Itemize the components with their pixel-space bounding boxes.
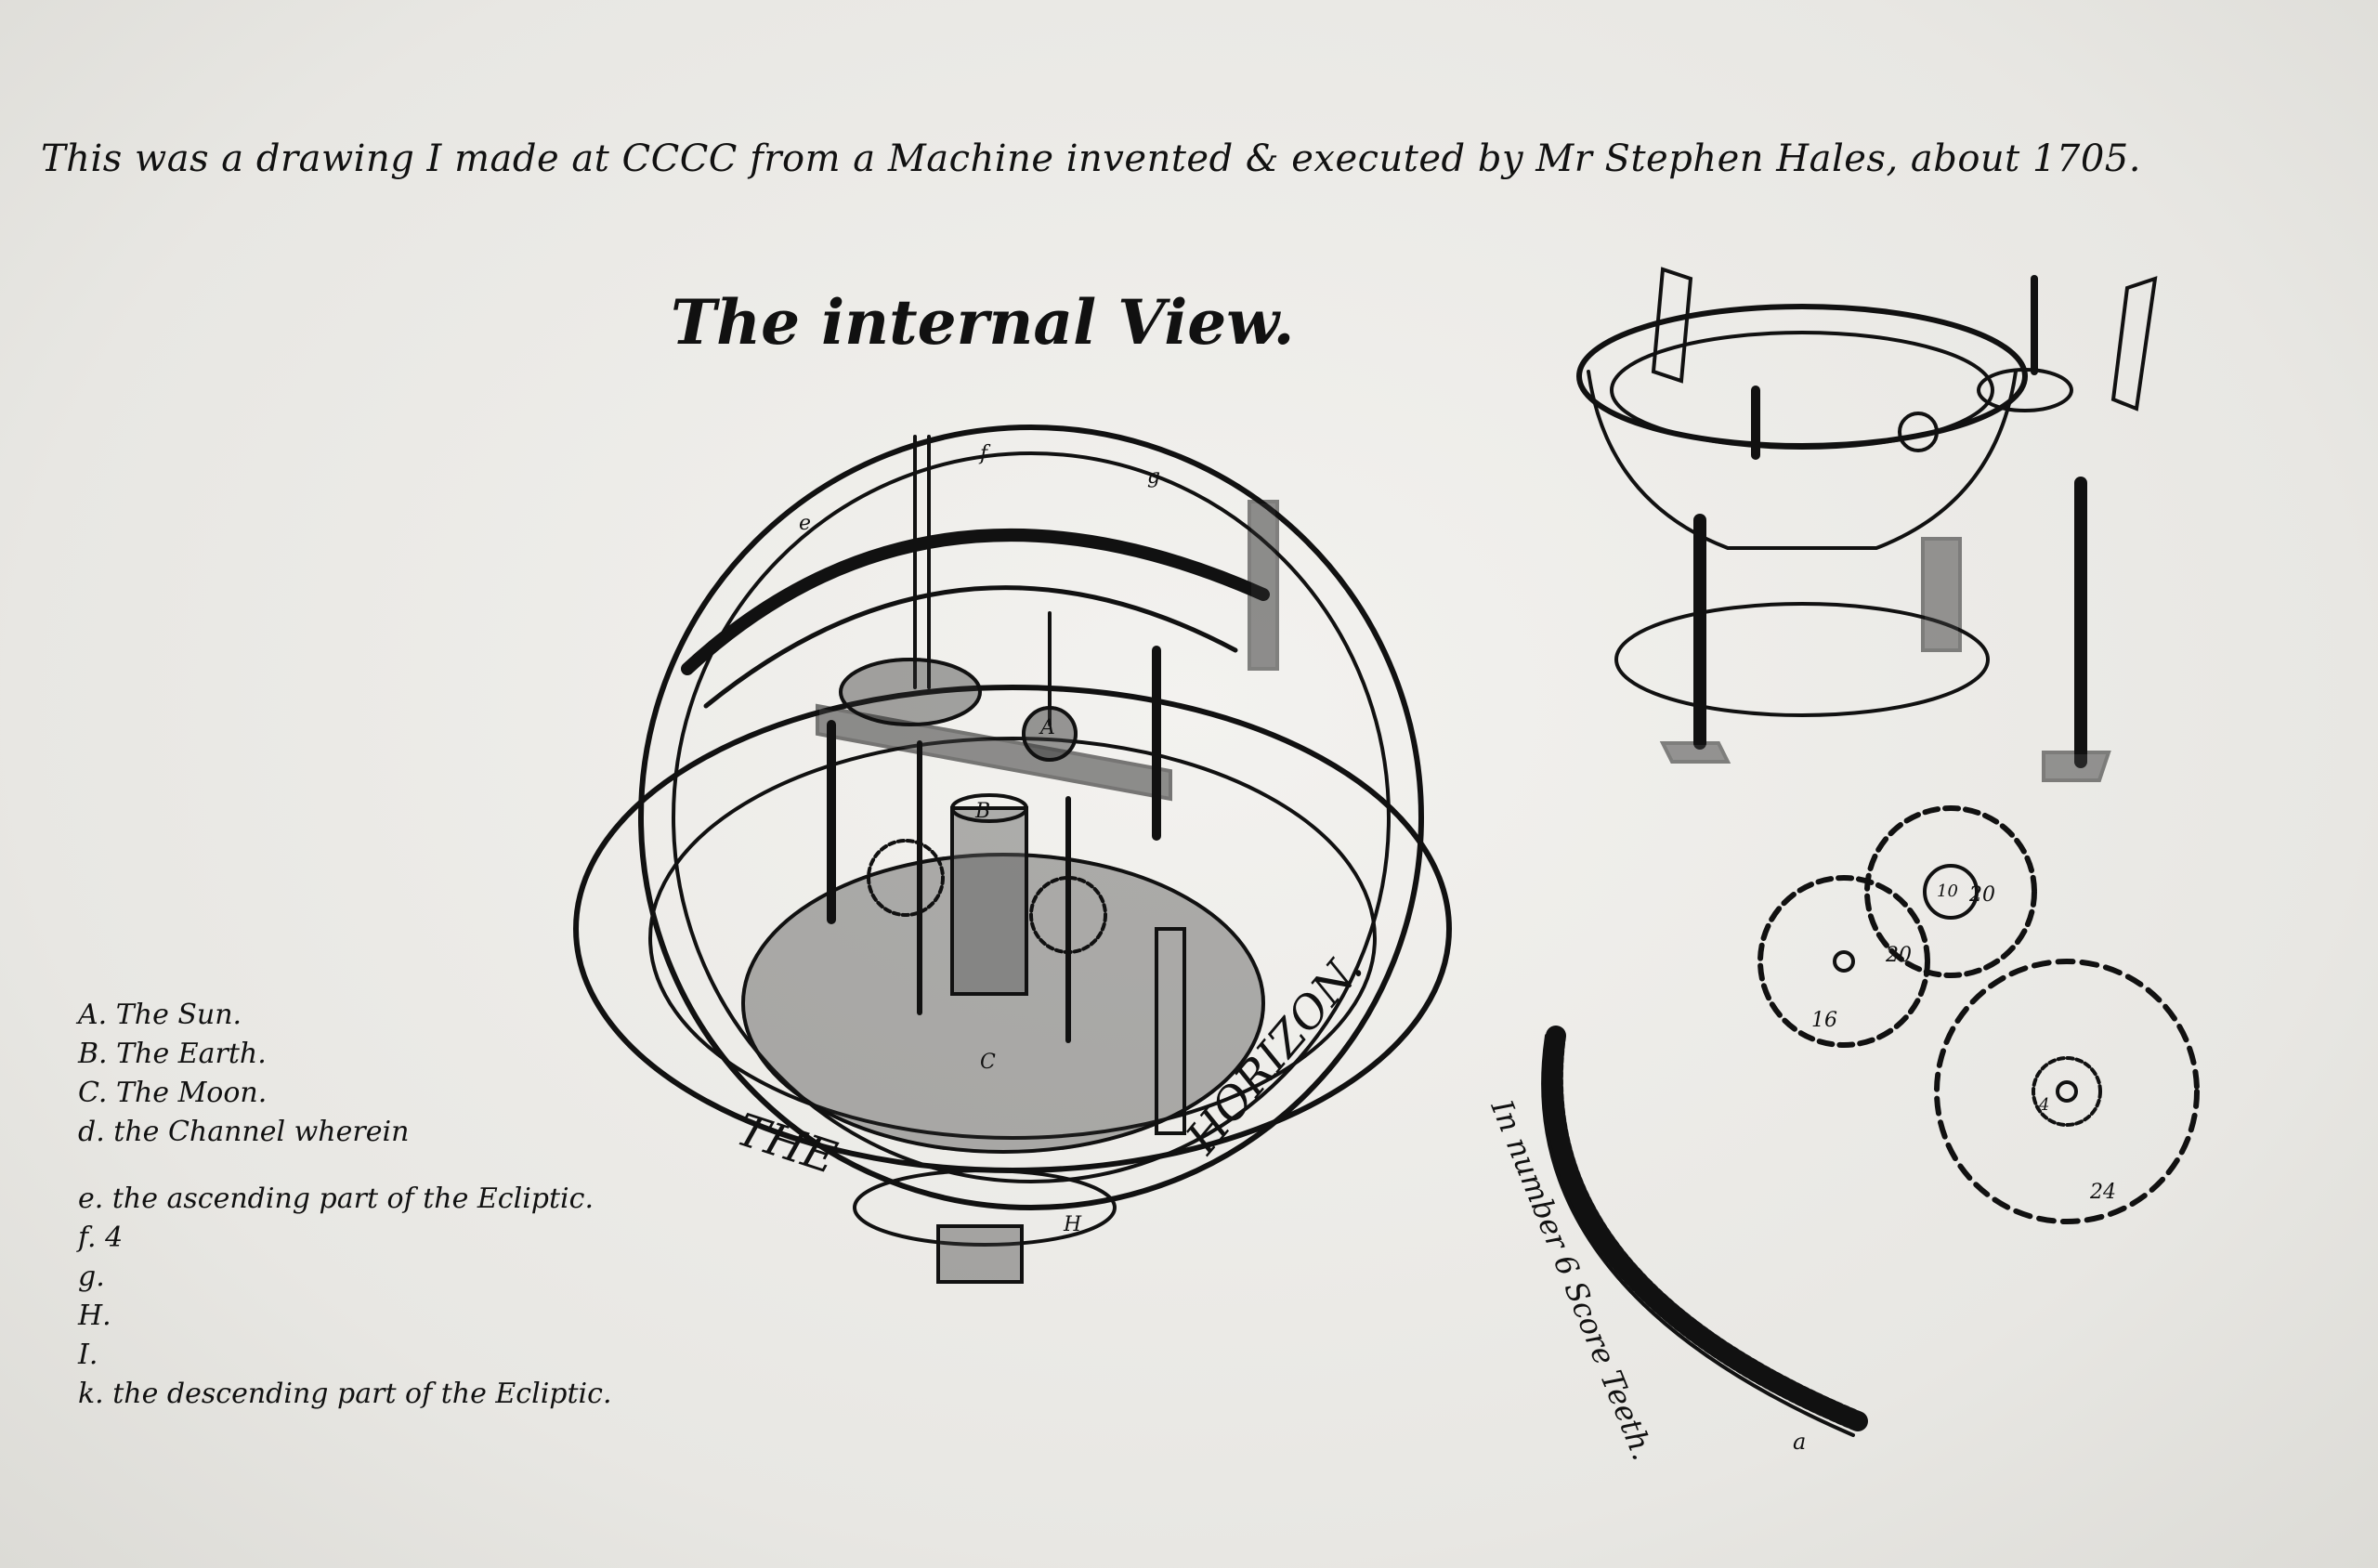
legend-item-h: H. bbox=[78, 1300, 111, 1332]
gear-train bbox=[1757, 805, 2200, 1224]
gear-label-top: 20 bbox=[1968, 883, 1995, 907]
orrery-stand bbox=[1576, 267, 2158, 782]
drawing-heading: The internal View. bbox=[671, 286, 1295, 359]
gear-label-middle: 20 bbox=[1885, 944, 1912, 967]
gear-label-left: 16 bbox=[1811, 1009, 1837, 1032]
gear-label-bottom-small: 4 bbox=[2038, 1095, 2049, 1115]
earth-letter: B bbox=[974, 800, 990, 823]
legend-item-ascending: e. the ascending part of the Ecliptic. bbox=[78, 1183, 594, 1215]
armillary-sphere bbox=[573, 425, 1452, 1284]
legend-item-g: g. bbox=[78, 1261, 105, 1293]
legend: A. The Sun. B. The Earth. C. The Moon. d… bbox=[78, 996, 611, 1414]
f-letter: f bbox=[978, 442, 991, 465]
gear-label-top-small: 10 bbox=[1937, 882, 1958, 901]
h-letter: H bbox=[1063, 1213, 1082, 1236]
legend-item-earth: B. The Earth. bbox=[78, 1038, 267, 1070]
legend-item-moon: C. The Moon. bbox=[78, 1077, 268, 1109]
legend-item-channel: d. the Channel wherein bbox=[78, 1116, 410, 1148]
gear-label-bottom: 24 bbox=[2089, 1181, 2116, 1204]
legend-item-sun: A. The Sun. bbox=[78, 999, 242, 1031]
ascending-letter: e bbox=[799, 512, 811, 535]
moon-letter: C bbox=[980, 1051, 996, 1074]
g-letter: g bbox=[1147, 465, 1160, 489]
sun-letter: A bbox=[1039, 716, 1055, 739]
legend-item-i: I. bbox=[78, 1339, 98, 1371]
legend-item-f: f. 4 bbox=[78, 1222, 124, 1254]
legend-item-descending: k. the descending part of the Ecliptic. bbox=[78, 1378, 612, 1410]
rack-letter: a bbox=[1793, 1429, 1806, 1455]
caption-text: This was a drawing I made at CCCC from a… bbox=[41, 137, 2141, 180]
curved-rack bbox=[1541, 1026, 1868, 1437]
